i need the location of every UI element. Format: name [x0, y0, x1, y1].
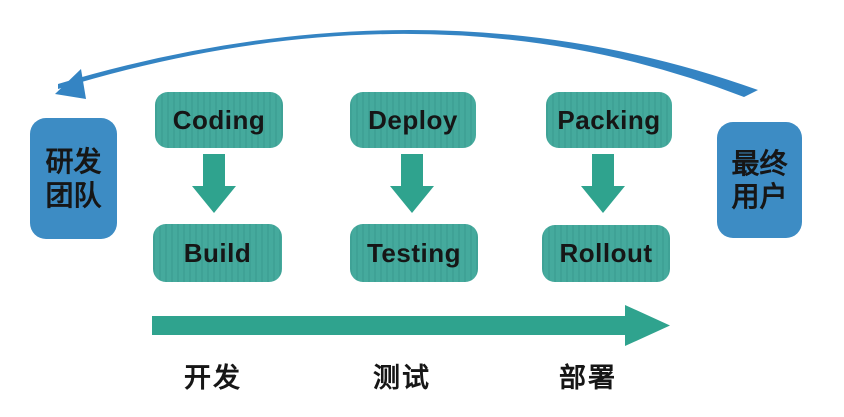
stage-box-coding: Coding [155, 92, 283, 148]
feedback-curve-arrow [0, 0, 844, 125]
down-arrow-icon [389, 154, 435, 214]
stage-box-packing-label: Packing [557, 104, 661, 135]
down-arrow-icon [191, 154, 237, 214]
stage-box-testing: Testing [350, 224, 478, 282]
stage-box-deploy: Deploy [350, 92, 476, 148]
stage-box-coding-label: Coding [172, 104, 266, 135]
stage-box-build-label: Build [183, 237, 252, 268]
stage-box-packing: Packing [546, 92, 672, 148]
down-arrow-icon [580, 154, 626, 214]
stage-box-rollout-label: Rollout [559, 238, 653, 268]
timeline-arrow [150, 300, 675, 350]
end-user-label: 最终 用户 [731, 147, 788, 212]
phase-label-deploy: 部署 [559, 363, 617, 393]
dev-team-box: 研发 团队 [30, 118, 117, 239]
phase-label-test: 测试 [373, 363, 431, 393]
stage-box-build: Build [153, 224, 282, 282]
stage-box-deploy-label: Deploy [368, 104, 458, 135]
end-user-box: 最终 用户 [717, 122, 802, 238]
dev-team-label: 研发 团队 [45, 146, 102, 211]
stage-box-rollout: Rollout [542, 225, 670, 282]
phase-label-dev: 开发 [184, 363, 242, 393]
stage-box-testing-label: Testing [366, 237, 462, 268]
